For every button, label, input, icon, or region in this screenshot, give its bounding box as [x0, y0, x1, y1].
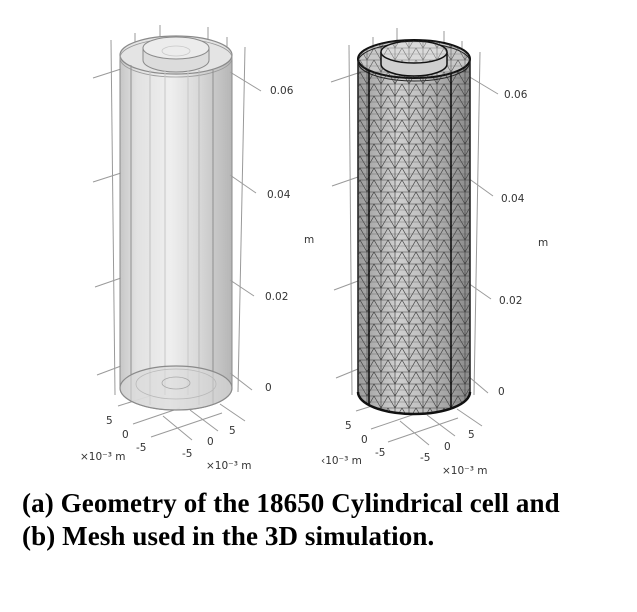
- panel-b-mesh: 0.06 0.04 m 0.02 0 5 0 -5 ‹10⁻³ m -5 0 5…: [318, 0, 636, 480]
- z-tick-0.06: 0.06: [504, 89, 528, 101]
- figure-caption: (a) Geometry of the 18650 Cylindrical ce…: [22, 487, 622, 553]
- z-tick-0: 0: [498, 386, 505, 398]
- y-tick-0: 0: [444, 441, 451, 453]
- cell-geometry-drawing: [92, 25, 262, 441]
- y-tick-neg5: -5: [420, 452, 431, 464]
- z-tick-0.04: 0.04: [501, 193, 525, 205]
- x-tick-neg5: -5: [375, 447, 386, 459]
- panel-a-geometry: 0.06 0.04 m 0.02 0 5 0 -5 ×10⁻³ m -5 0 5…: [0, 0, 318, 480]
- x-tick-5: 5: [345, 420, 352, 432]
- x-tick-0: 0: [361, 434, 368, 446]
- x-axis-unit: ‹10⁻³ m: [321, 455, 362, 467]
- y-tick-5: 5: [468, 429, 475, 441]
- z-axis-unit: m: [304, 234, 315, 246]
- x-tick-5: 5: [106, 415, 113, 427]
- x-tick-neg5: -5: [136, 442, 147, 454]
- y-axis-unit: ×10⁻³ m: [442, 465, 488, 477]
- z-tick-0.02: 0.02: [265, 291, 289, 303]
- z-tick-0: 0: [265, 382, 272, 394]
- x-axis-unit: ×10⁻³ m: [80, 451, 126, 463]
- y-tick-0: 0: [207, 436, 214, 448]
- y-tick-5: 5: [229, 425, 236, 437]
- y-axis-unit: ×10⁻³ m: [206, 460, 252, 472]
- caption-line-b: (b) Mesh used in the 3D simulation.: [22, 521, 435, 551]
- z-tick-0.04: 0.04: [267, 189, 291, 201]
- x-tick-0: 0: [122, 429, 129, 441]
- z-tick-0.06: 0.06: [270, 85, 294, 97]
- z-tick-0.02: 0.02: [499, 295, 523, 307]
- caption-line-a: (a) Geometry of the 18650 Cylindrical ce…: [22, 488, 560, 518]
- cell-mesh-drawing: [330, 28, 499, 446]
- y-tick-neg5: -5: [182, 448, 193, 460]
- z-axis-unit: m: [538, 237, 549, 249]
